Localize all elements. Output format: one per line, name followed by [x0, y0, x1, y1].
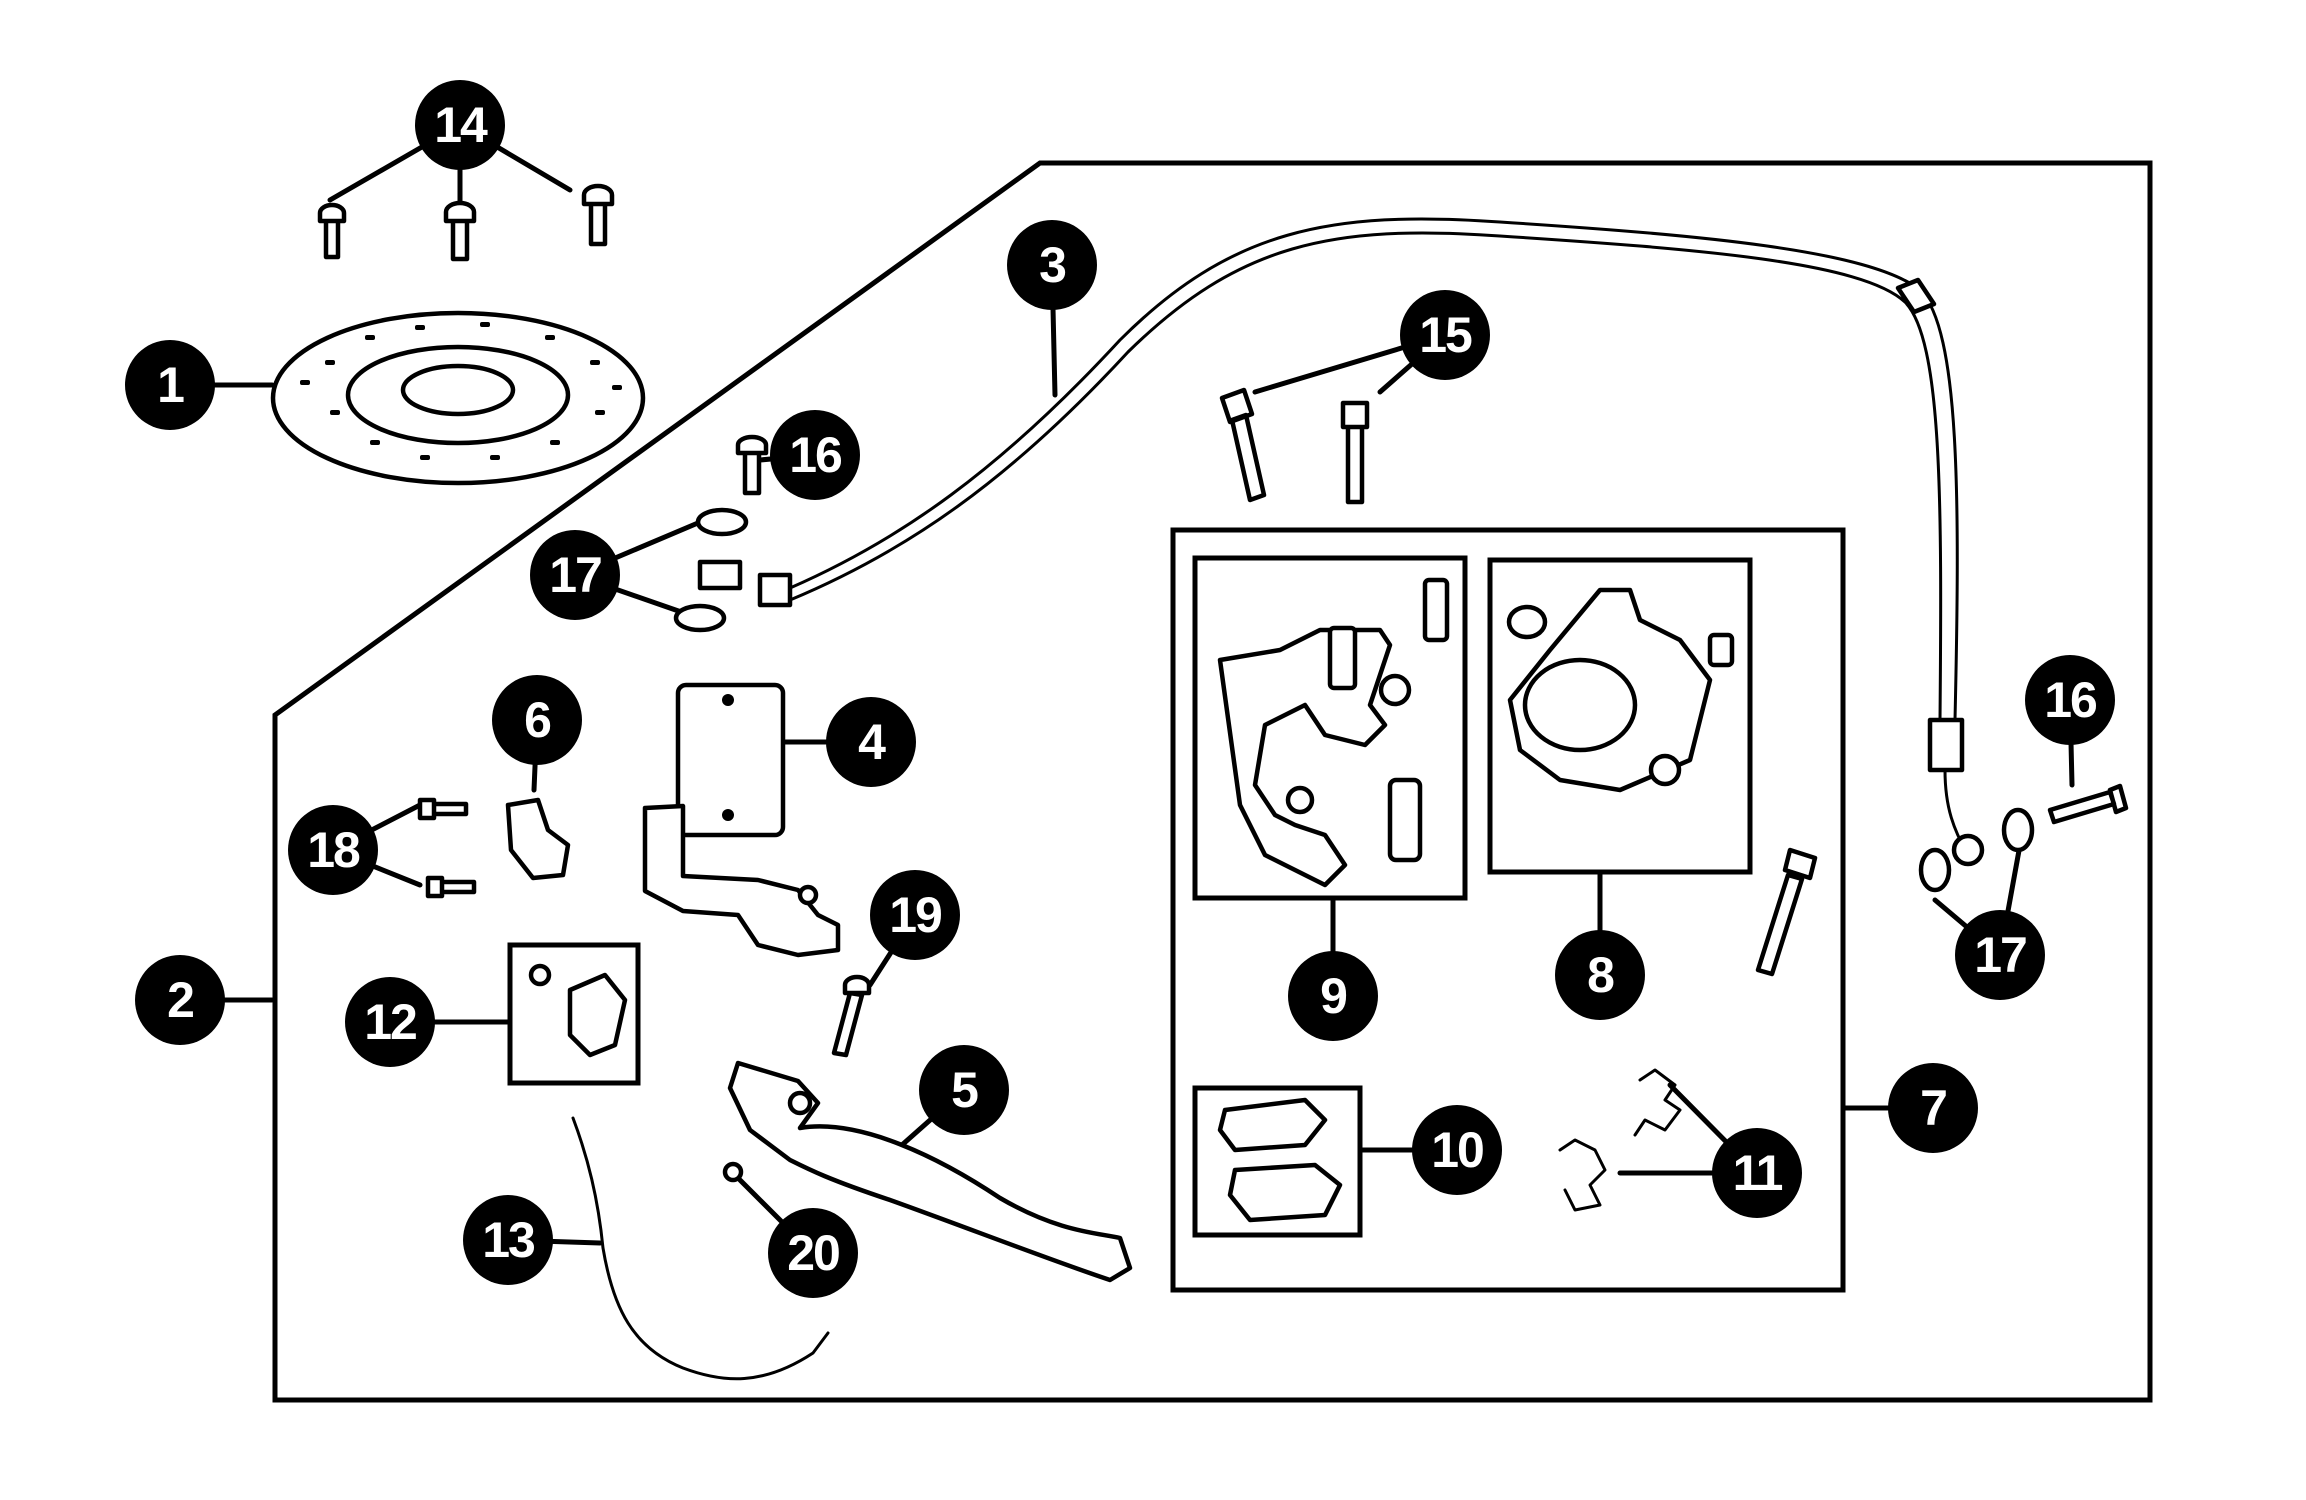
switch-cable [571, 1116, 830, 1381]
callout-13: 13 [463, 1195, 553, 1285]
lever-pivot-nut [722, 1161, 744, 1183]
callout-12: 12 [345, 977, 435, 1067]
svg-text:13: 13 [482, 1212, 534, 1268]
svg-text:8: 8 [1587, 947, 1614, 1003]
leader-lines [167, 122, 2075, 1256]
svg-text:7: 7 [1920, 1080, 1946, 1136]
lever-pivot-bolt [831, 974, 872, 1058]
svg-text:16: 16 [789, 427, 841, 483]
clamp-bolts [417, 797, 477, 899]
svg-text:5: 5 [951, 1062, 978, 1118]
callout-5: 5 [919, 1045, 1009, 1135]
caliper-bolts [1219, 387, 1370, 505]
callout-1: 1 [125, 340, 215, 430]
callout-20: 20 [768, 1208, 858, 1298]
master-cylinder-clamp [505, 797, 571, 881]
callout-14: 14 [415, 80, 505, 170]
brake-assembly-outline [272, 160, 2153, 1403]
callout-10: 10 [1412, 1105, 1502, 1195]
callout-3: 3 [1007, 220, 1097, 310]
svg-text:17: 17 [549, 547, 601, 603]
callout-18: 18 [288, 805, 378, 895]
svg-text:17: 17 [1974, 927, 2026, 983]
caliper-bracket-box [1192, 555, 1468, 901]
callout-7: 7 [1888, 1063, 1978, 1153]
caliper-kit-box [1170, 527, 1846, 1293]
svg-text:12: 12 [364, 994, 416, 1050]
svg-text:14: 14 [434, 97, 488, 153]
rotor-bolts [317, 183, 615, 262]
svg-text:6: 6 [524, 692, 550, 748]
svg-text:2: 2 [167, 972, 193, 1028]
switch-box [507, 942, 641, 1086]
brake-disc [270, 310, 646, 486]
svg-text:1: 1 [157, 357, 184, 413]
master-cylinder [642, 682, 841, 958]
brake-light-switch [528, 963, 628, 1058]
svg-text:15: 15 [1419, 307, 1472, 363]
svg-text:20: 20 [787, 1225, 839, 1281]
callout-4: 4 [826, 697, 916, 787]
banjo-bolt-right [2047, 783, 2129, 825]
svg-text:9: 9 [1320, 968, 1346, 1024]
caliper-body [1506, 587, 1735, 793]
svg-text:3: 3 [1039, 237, 1065, 293]
copper-washers [673, 507, 2035, 893]
callout-2: 2 [135, 955, 225, 1045]
svg-text:4: 4 [858, 714, 886, 770]
callout-19: 19 [870, 870, 960, 960]
callout-9: 9 [1288, 951, 1378, 1041]
brake-lever [727, 1060, 1133, 1283]
svg-text:18: 18 [307, 822, 360, 878]
svg-text:16: 16 [2044, 672, 2096, 728]
pad-springs [1558, 1068, 1682, 1212]
callout-16-left: 16 [770, 410, 860, 500]
callout-6: 6 [492, 675, 582, 765]
callout-15: 15 [1400, 290, 1490, 380]
callout-11: 11 [1712, 1128, 1802, 1218]
svg-text:11: 11 [1733, 1145, 1783, 1201]
banjo-bolt-left [735, 434, 769, 496]
callout-16-right: 16 [2025, 655, 2115, 745]
brake-pads [1217, 1097, 1343, 1223]
svg-text:19: 19 [889, 887, 941, 943]
callout-17-left: 17 [530, 530, 620, 620]
brake-hose [697, 217, 1985, 867]
callout-8: 8 [1555, 930, 1645, 1020]
svg-text:10: 10 [1431, 1122, 1483, 1178]
caliper-body-box [1487, 557, 1753, 875]
callout-17-right: 17 [1955, 910, 2045, 1000]
caliper-slide-pin [1755, 847, 1818, 977]
brake-pad-box [1192, 1085, 1363, 1238]
caliper-bracket [1217, 577, 1450, 888]
